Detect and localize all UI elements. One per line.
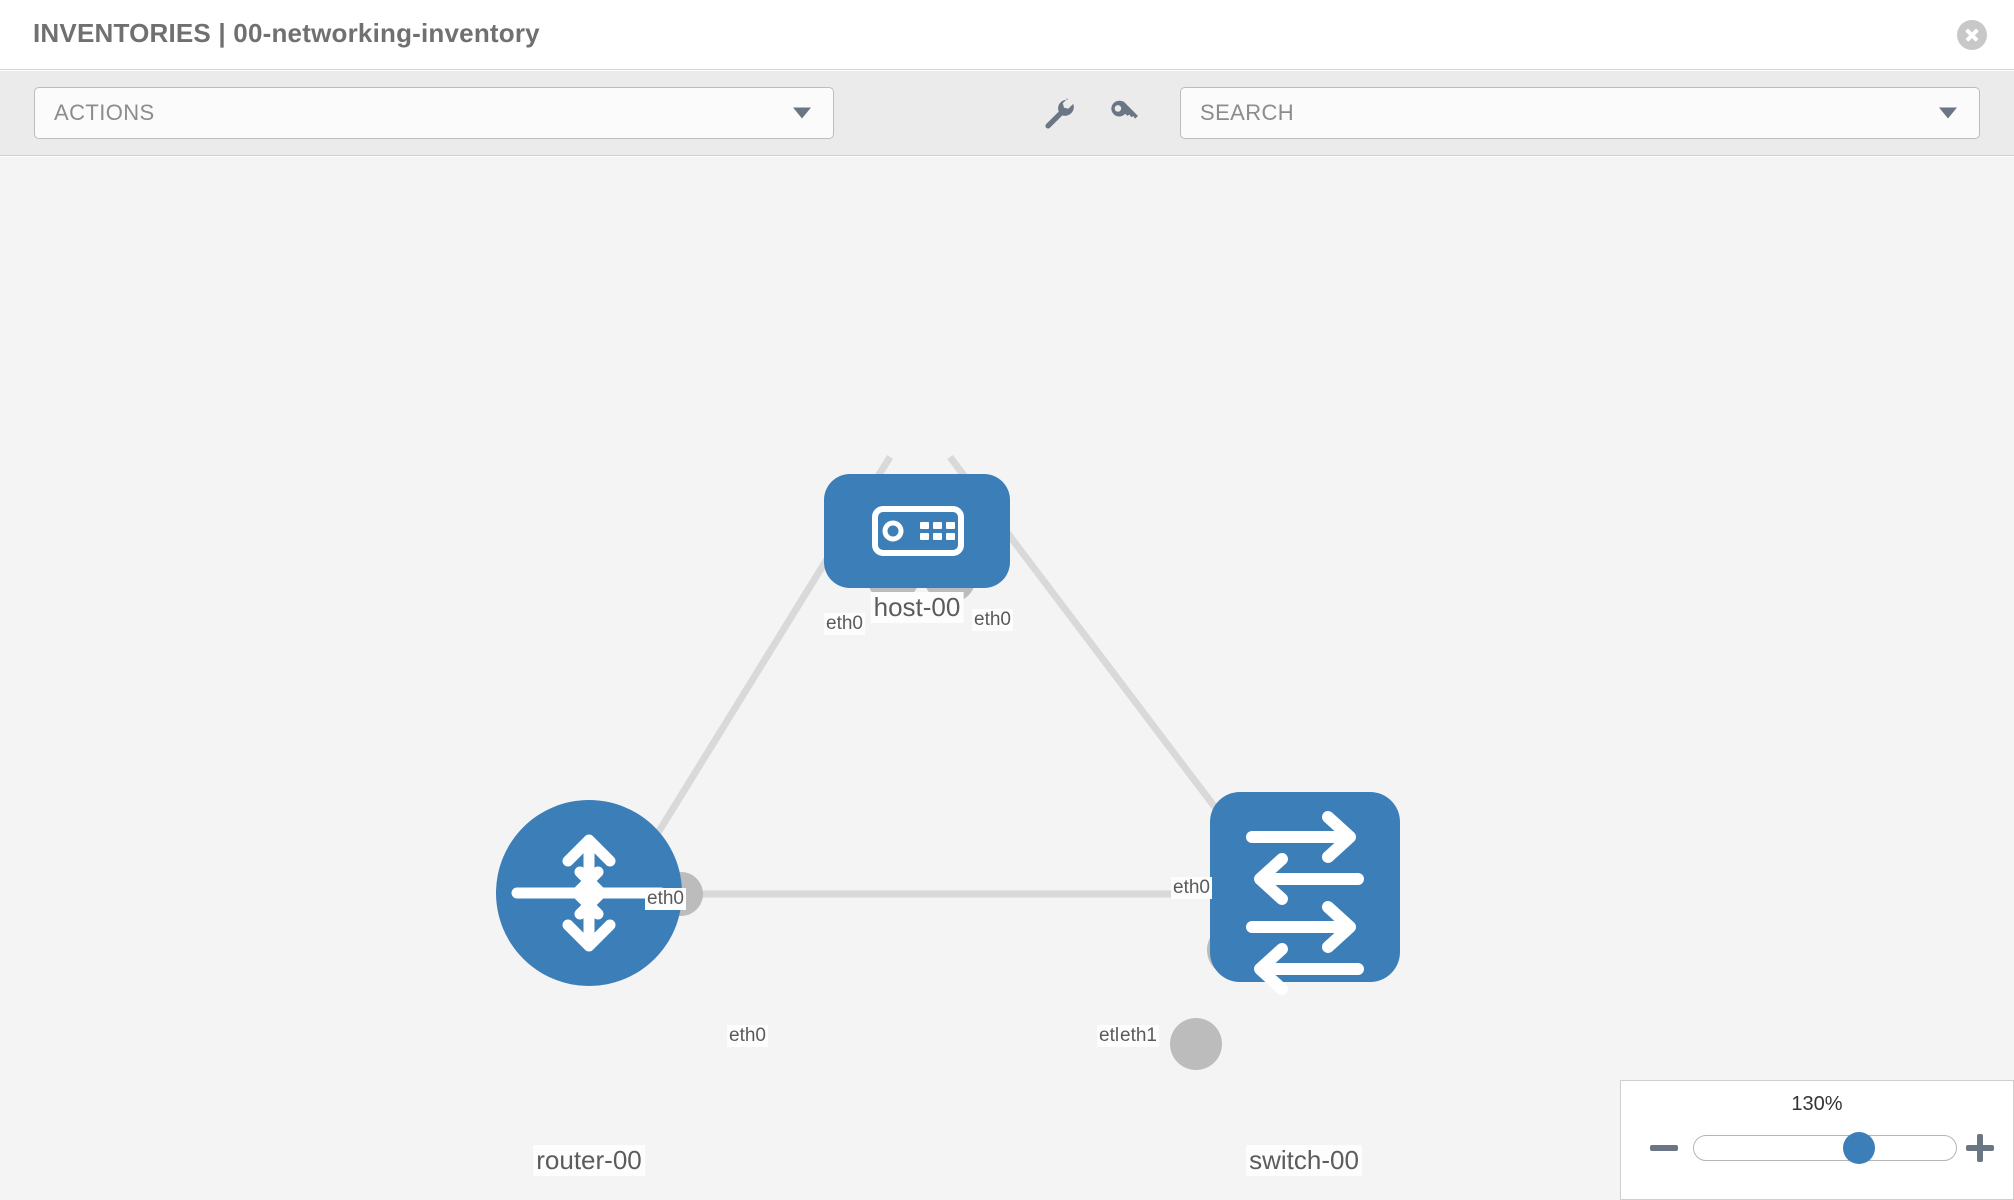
zoom-level-value: 130% xyxy=(1791,1093,1843,1115)
topology-canvas[interactable]: host-00 router-00 switch-00 eth0 eth0 et… xyxy=(0,157,2014,1200)
edge-label-router-eth0: eth0 xyxy=(727,1025,768,1047)
zoom-slider-track[interactable] xyxy=(1693,1132,1957,1164)
edge-label-switch-eth1: eth1 xyxy=(1118,1025,1159,1047)
page-title: INVENTORIES | 00-networking-inventory xyxy=(33,18,540,48)
zoom-control-panel: 130% xyxy=(1620,1080,2014,1200)
node-label-host: host-00 xyxy=(870,592,964,623)
chevron-down-icon xyxy=(793,107,811,119)
node-host-00[interactable] xyxy=(824,474,1010,588)
topology-graph xyxy=(496,454,1400,1070)
wrench-icon[interactable] xyxy=(1032,87,1084,139)
connector-switch-left xyxy=(1170,1018,1222,1070)
key-icon[interactable] xyxy=(1098,87,1150,139)
zoom-slider-thumb[interactable] xyxy=(1843,1132,1876,1164)
node-router-00[interactable] xyxy=(496,800,682,986)
zoom-out-button[interactable] xyxy=(1647,1131,1681,1165)
edge-label-switch-up: eth0 xyxy=(1171,877,1212,899)
search-input[interactable]: SEARCH xyxy=(1180,87,1980,139)
edge-label-router-up: eth0 xyxy=(645,888,686,910)
node-label-switch: switch-00 xyxy=(1246,1145,1362,1176)
node-label-router: router-00 xyxy=(533,1145,645,1176)
topology-connectors xyxy=(659,551,1259,1070)
search-placeholder: SEARCH xyxy=(1200,100,1295,125)
edge-label-host-right: eth0 xyxy=(972,609,1013,631)
actions-dropdown-label: ACTIONS xyxy=(54,100,155,125)
node-switch-00[interactable] xyxy=(1210,792,1400,995)
edge-label-switch-overlap: etl xyxy=(1097,1025,1122,1047)
edge-label-host-left: eth0 xyxy=(824,613,865,635)
zoom-in-button[interactable] xyxy=(1963,1131,1997,1165)
toolbar: ACTIONS SEARCH xyxy=(0,71,2014,156)
close-icon[interactable] xyxy=(1957,20,1987,50)
page-header: INVENTORIES | 00-networking-inventory xyxy=(0,0,2014,70)
chevron-down-icon xyxy=(1939,107,1957,119)
actions-dropdown[interactable]: ACTIONS xyxy=(34,87,834,139)
